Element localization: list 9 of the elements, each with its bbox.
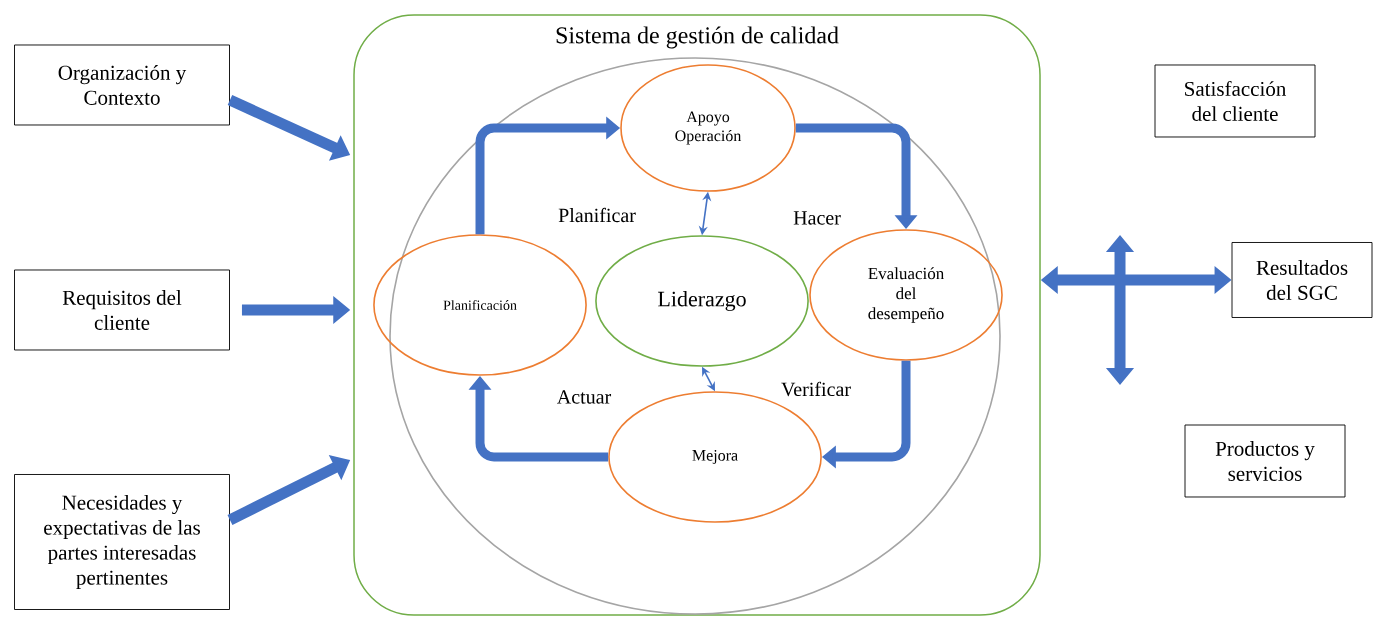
text-box: Resultados del SGC <box>1231 242 1373 318</box>
text-box: Organización y Contexto <box>14 44 230 126</box>
phase-label: Hacer <box>793 211 841 225</box>
text-box: Necesidades y expectativas de las partes interesadas pertinentes <box>14 474 230 610</box>
circle-outline <box>389 57 1001 615</box>
text-box: Productos y servicios <box>1184 424 1346 498</box>
phase-label: Planificar <box>558 207 636 223</box>
text-box: Requisitos del cliente <box>14 269 230 351</box>
text-box: Satisfacción del cliente <box>1154 64 1316 138</box>
